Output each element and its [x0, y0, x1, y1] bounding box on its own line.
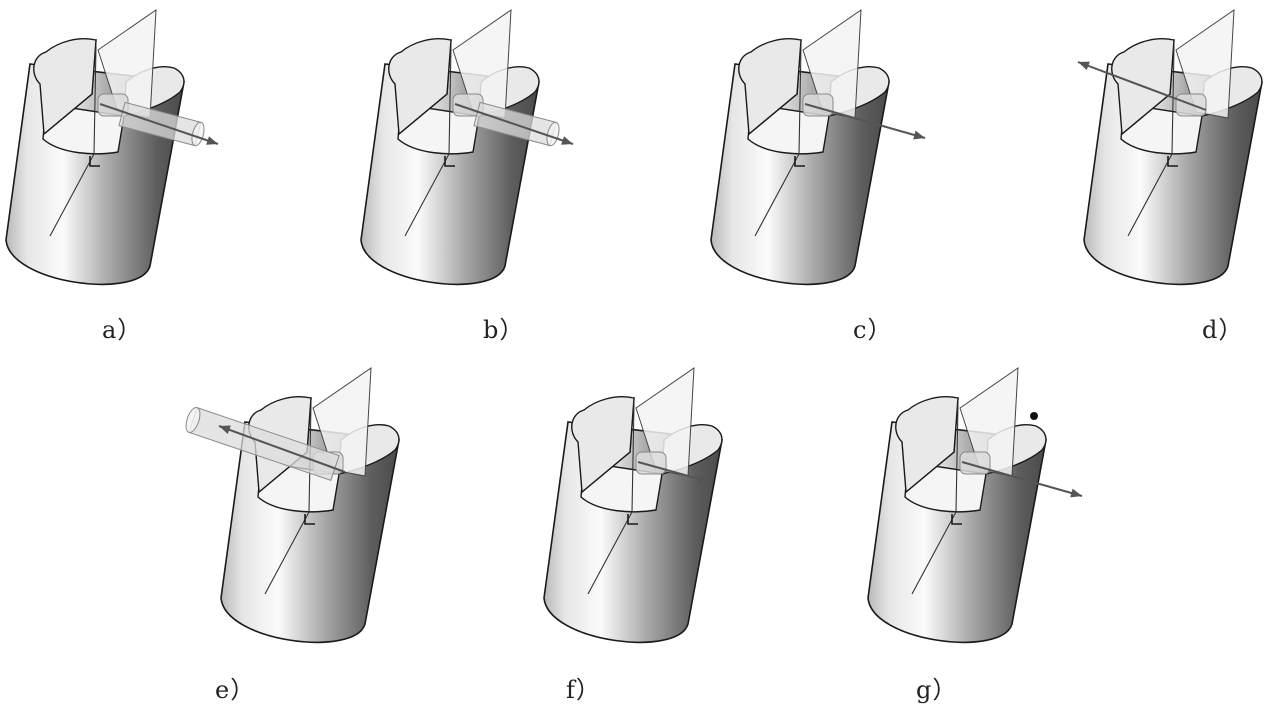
axis-marker [304, 514, 315, 525]
reference-line [1127, 45, 1175, 237]
part-drawing-f [543, 367, 723, 644]
panel-label-g: g） [916, 676, 958, 704]
direction-line [961, 461, 1083, 497]
direction-line [99, 103, 219, 145]
panel-d: d） [1077, 0, 1270, 344]
axis-marker [89, 156, 100, 167]
reference-line [587, 403, 635, 595]
direction-line [218, 425, 346, 473]
panel-f: f） [538, 358, 808, 704]
axis-marker [951, 514, 962, 525]
direction-arrowhead [698, 474, 710, 484]
part-drawing-e [185, 367, 400, 644]
top-face-left [571, 396, 635, 494]
reference-line [49, 45, 97, 237]
direction-arrowhead [561, 136, 573, 145]
direction-line [804, 103, 926, 139]
reference-line [264, 403, 312, 595]
panel-label-d: d） [1202, 316, 1244, 344]
part-drawing-g [867, 367, 1083, 644]
offset-cylinder-end [546, 121, 560, 147]
direction-arrowhead [219, 425, 231, 434]
top-face-left [388, 38, 452, 136]
top-face-left [33, 38, 97, 136]
panel-label-b: b） [483, 316, 525, 344]
part-drawing-c [710, 9, 926, 286]
axis-marker [794, 156, 805, 167]
direction-line [454, 103, 574, 145]
direction-arrowhead [913, 130, 925, 140]
direction-line [637, 461, 711, 483]
selected-point [1030, 412, 1038, 420]
offset-cylinder-end [191, 121, 205, 147]
panel-e: e） [185, 358, 485, 704]
panel-a: a） [0, 0, 270, 344]
top-face-left [895, 396, 959, 494]
reference-plane [1175, 9, 1235, 119]
panel-g: g） [862, 358, 1132, 704]
panel-c: c） [705, 0, 975, 344]
direction-line [1077, 61, 1207, 111]
reference-plane [312, 367, 372, 477]
top-face-left [738, 38, 802, 136]
part-drawing-a [5, 9, 219, 286]
axis-marker [1167, 156, 1178, 167]
axis-marker [627, 514, 638, 525]
reference-line [404, 45, 452, 237]
part-drawing-b [360, 9, 574, 286]
reference-line [911, 403, 959, 595]
direction-arrowhead [1070, 488, 1082, 498]
panel-label-c: c） [853, 316, 893, 344]
panel-label-a: a） [102, 316, 143, 344]
axis-marker [444, 156, 455, 167]
reference-line [754, 45, 802, 237]
part-drawing-d [1077, 9, 1263, 286]
direction-arrowhead [1078, 61, 1090, 71]
panel-label-e: e） [215, 676, 256, 704]
offset-cylinder-end [185, 407, 201, 433]
panel-b: b） [355, 0, 625, 344]
direction-arrowhead [206, 136, 218, 145]
panel-label-f: f） [566, 676, 601, 704]
